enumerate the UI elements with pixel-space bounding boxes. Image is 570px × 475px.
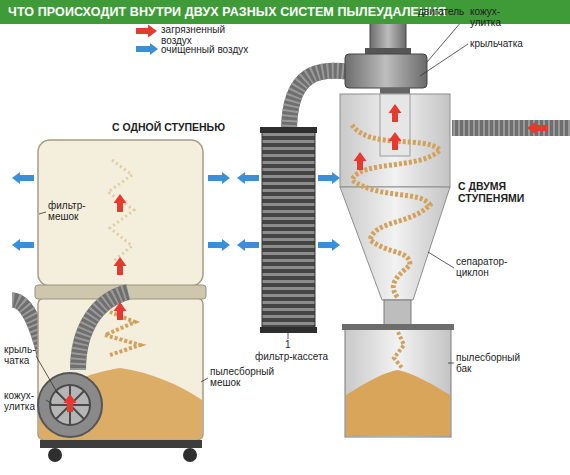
inner-tube	[380, 94, 410, 156]
part-label: пылесборный мешок	[210, 366, 278, 388]
leader-line	[46, 400, 52, 404]
part-label: фильтр-кассета	[255, 351, 345, 362]
clean-air-arrow	[237, 239, 259, 251]
dirty-air-arrow	[389, 132, 402, 150]
leader-line	[36, 356, 58, 394]
dirty-air-arrow	[527, 122, 548, 135]
clean-air-arrow	[208, 239, 230, 251]
dirty-air-arrow	[114, 302, 127, 320]
leader-line	[39, 212, 46, 214]
dust-swirl	[108, 160, 134, 262]
part-label: крыльчатка	[470, 38, 542, 49]
leader-line	[420, 44, 468, 76]
part-label: сепаратор-циклон	[456, 256, 520, 278]
hose-ribs	[78, 292, 128, 370]
drop-pipe	[384, 300, 411, 326]
part-label: 1	[285, 339, 297, 350]
clean-air-arrow	[318, 172, 340, 184]
part-label: кожух-улитка	[470, 6, 512, 28]
part-label: двигатель	[418, 6, 478, 17]
housing-neck	[380, 88, 410, 94]
chips-pile	[39, 368, 202, 439]
part-label: фильтр-мешок	[48, 200, 92, 222]
dirty-air-arrow	[114, 257, 127, 275]
clean-air-arrow	[12, 239, 34, 251]
clean-air-arrow	[318, 239, 340, 251]
dirty-air-arrow	[354, 152, 367, 170]
part-label: кожух-улитка	[4, 390, 46, 412]
stand	[40, 440, 202, 448]
cassette-cap	[260, 327, 317, 333]
filter-cassette	[262, 130, 315, 330]
leader-line	[201, 378, 208, 382]
hose-ribs	[452, 120, 570, 136]
title: ЧТО ПРОИСХОДИТ ВНУТРИ ДВУХ РАЗНЫХ СИСТЕМ…	[8, 5, 446, 19]
inlet-hose	[452, 120, 570, 136]
collection-bag	[38, 298, 203, 440]
clean-air-arrow	[12, 172, 34, 184]
falling-chips	[394, 332, 404, 368]
section-heading: С ОДНОЙ СТУПЕНЬЮ	[112, 121, 232, 133]
legend-text: очищенный воздух	[161, 44, 271, 55]
fan-housing	[345, 54, 427, 88]
dust-bin	[345, 326, 451, 437]
leader-lines	[36, 13, 468, 404]
dirty-air-arrow	[114, 194, 127, 212]
motor-flange	[365, 48, 411, 54]
blower-hose	[78, 292, 128, 370]
part-label: крыль-чатка	[4, 344, 38, 366]
leader-line	[448, 363, 454, 364]
clean-air-arrow	[237, 172, 259, 184]
chips-pile	[346, 370, 450, 436]
legend-blue-arrow	[136, 43, 158, 55]
bin-lid	[342, 324, 454, 330]
wheel	[183, 448, 197, 462]
leader-line	[428, 252, 454, 268]
chips-swirl	[352, 125, 440, 298]
filter-bag	[38, 140, 203, 286]
dirty-air-arrow	[64, 394, 77, 412]
clean-air-arrow	[208, 172, 230, 184]
legend-text: загрязненный воздух	[161, 24, 233, 46]
legend-red-arrow	[136, 25, 157, 38]
wheel	[48, 448, 62, 462]
section-heading: С ДВУМЯ СТУПЕНЯМИ	[458, 180, 538, 204]
blower-housing	[38, 373, 102, 437]
cassette-cap	[260, 127, 317, 133]
dirty-air-arrow	[389, 104, 402, 122]
leader-line	[288, 333, 289, 339]
part-label: пылесборный бак	[456, 352, 524, 374]
